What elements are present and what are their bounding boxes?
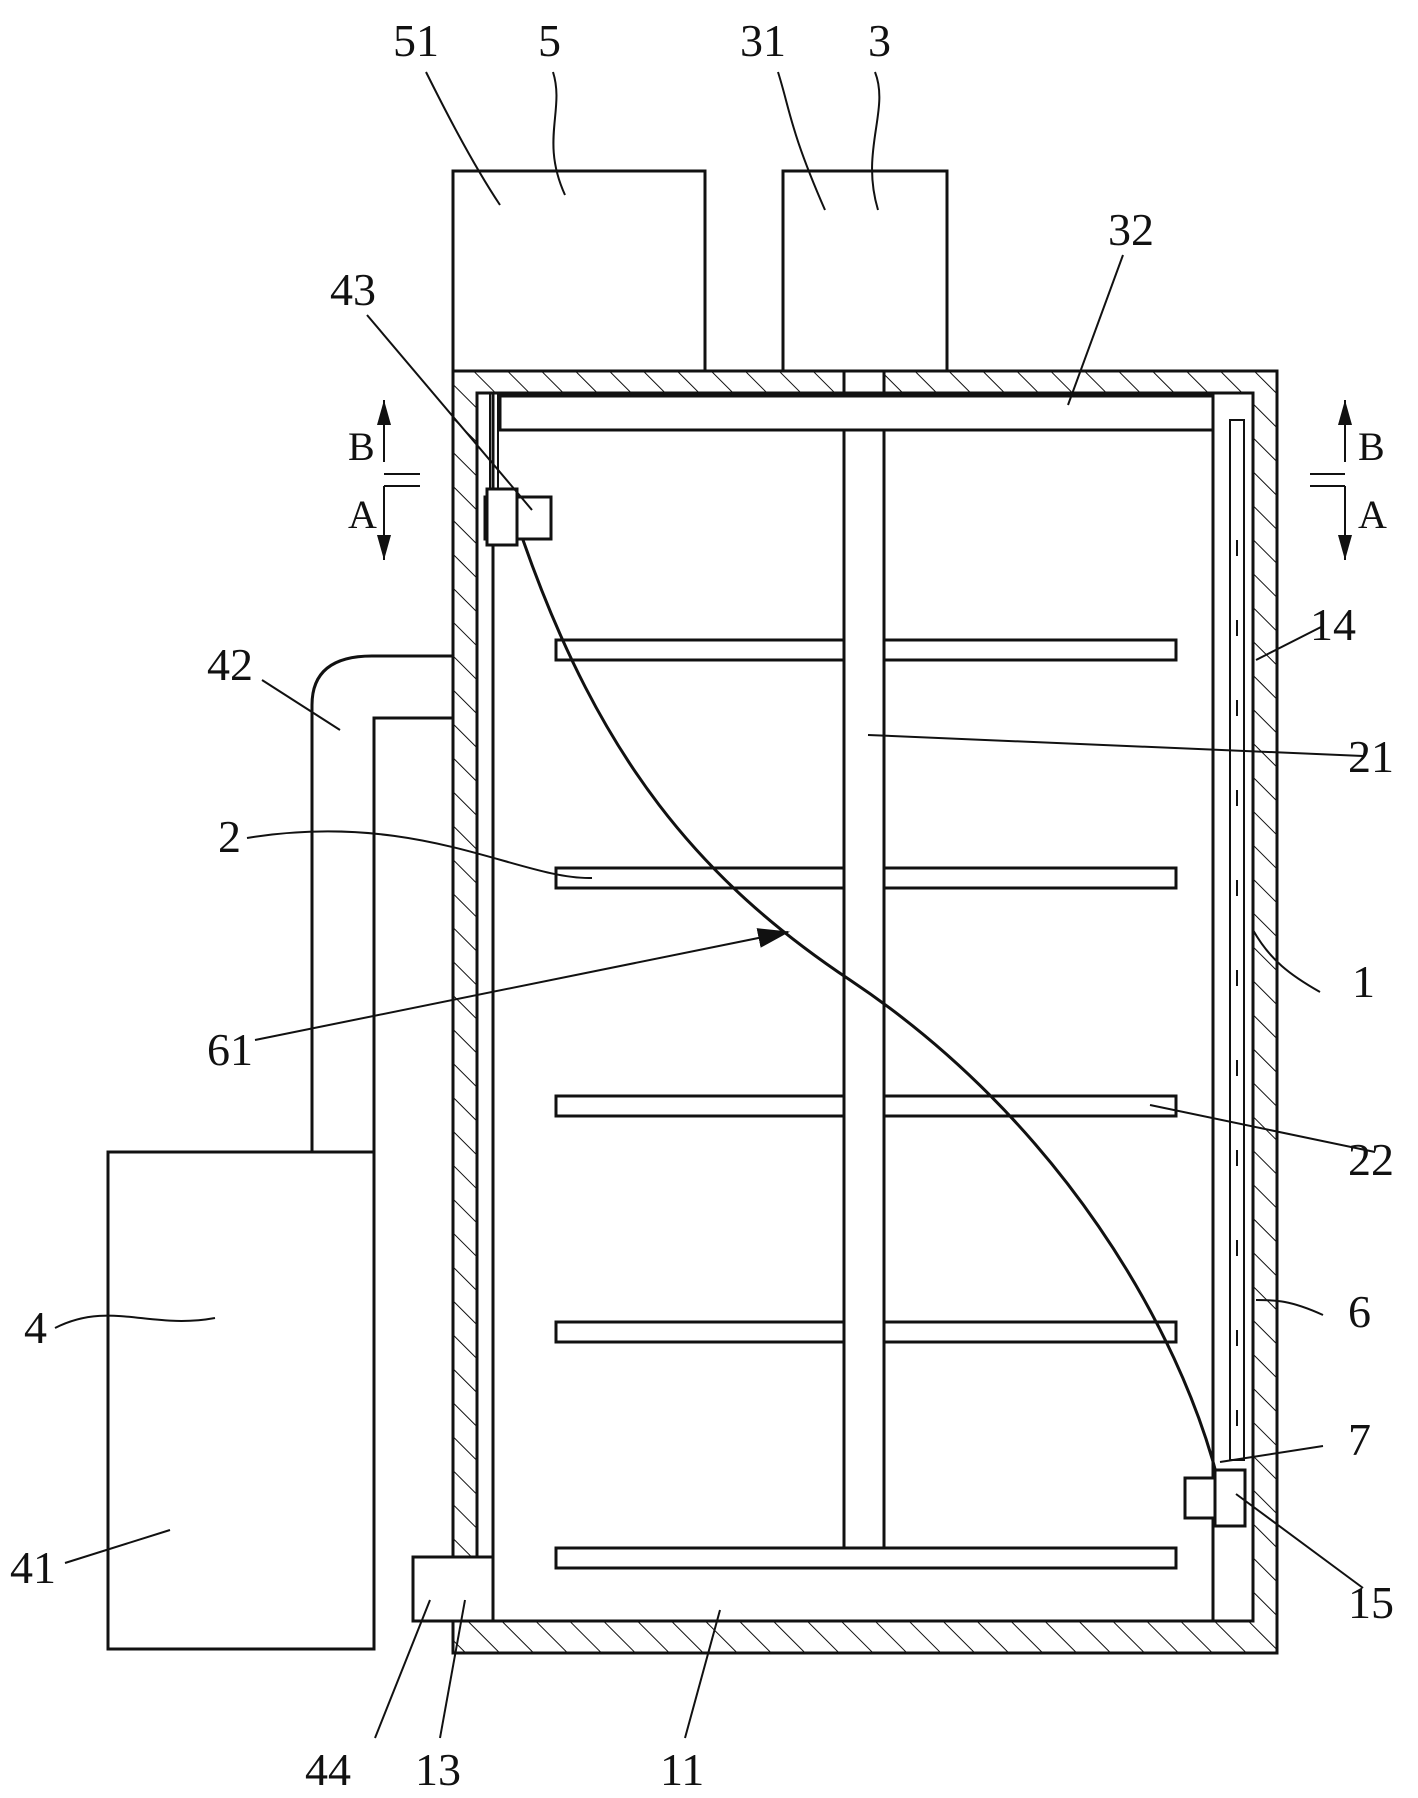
tank-4 [106,1150,376,1651]
label-5: 5 [538,15,561,66]
section-mark-left-a: A [348,492,377,537]
label-4: 4 [24,1302,47,1353]
label-2: 2 [218,811,241,862]
blade [554,1546,1178,1570]
section-mark-left-b: B [348,424,375,469]
label-61: 61 [207,1024,253,1075]
motor-43 [483,393,553,547]
label-43: 43 [330,264,376,315]
right-rail [1211,391,1255,1623]
pipe-42 [310,654,453,1152]
left-rod [475,391,495,1623]
top-bar [498,394,1232,432]
label-41: 41 [10,1542,56,1593]
label-6: 6 [1348,1286,1371,1337]
label-32: 32 [1108,204,1154,255]
reference-labels: 51 5 31 3 32 43 42 2 61 4 41 44 13 11 14… [10,15,1394,1795]
shaft-top-coupling [842,369,886,395]
label-22: 22 [1348,1134,1394,1185]
section-marker-right [1310,400,1352,560]
label-21: 21 [1348,731,1394,782]
label-44: 44 [305,1744,351,1795]
section-mark-right-a: A [1358,492,1387,537]
unit-5 [451,169,707,373]
motor-15 [1183,1468,1247,1528]
leader-lines [54,71,1376,1739]
label-42: 42 [207,639,253,690]
section-marker-left [377,400,420,560]
unit-3 [781,169,949,373]
label-1: 1 [1352,956,1375,1007]
label-11: 11 [660,1744,704,1795]
section-mark-right-b: B [1358,424,1385,469]
scraper-curve [521,539,1220,1481]
label-31: 31 [740,15,786,66]
label-15: 15 [1348,1577,1394,1628]
label-51: 51 [393,15,439,66]
label-14: 14 [1310,599,1356,650]
label-13: 13 [415,1744,461,1795]
label-7: 7 [1348,1414,1371,1465]
label-3: 3 [868,15,891,66]
